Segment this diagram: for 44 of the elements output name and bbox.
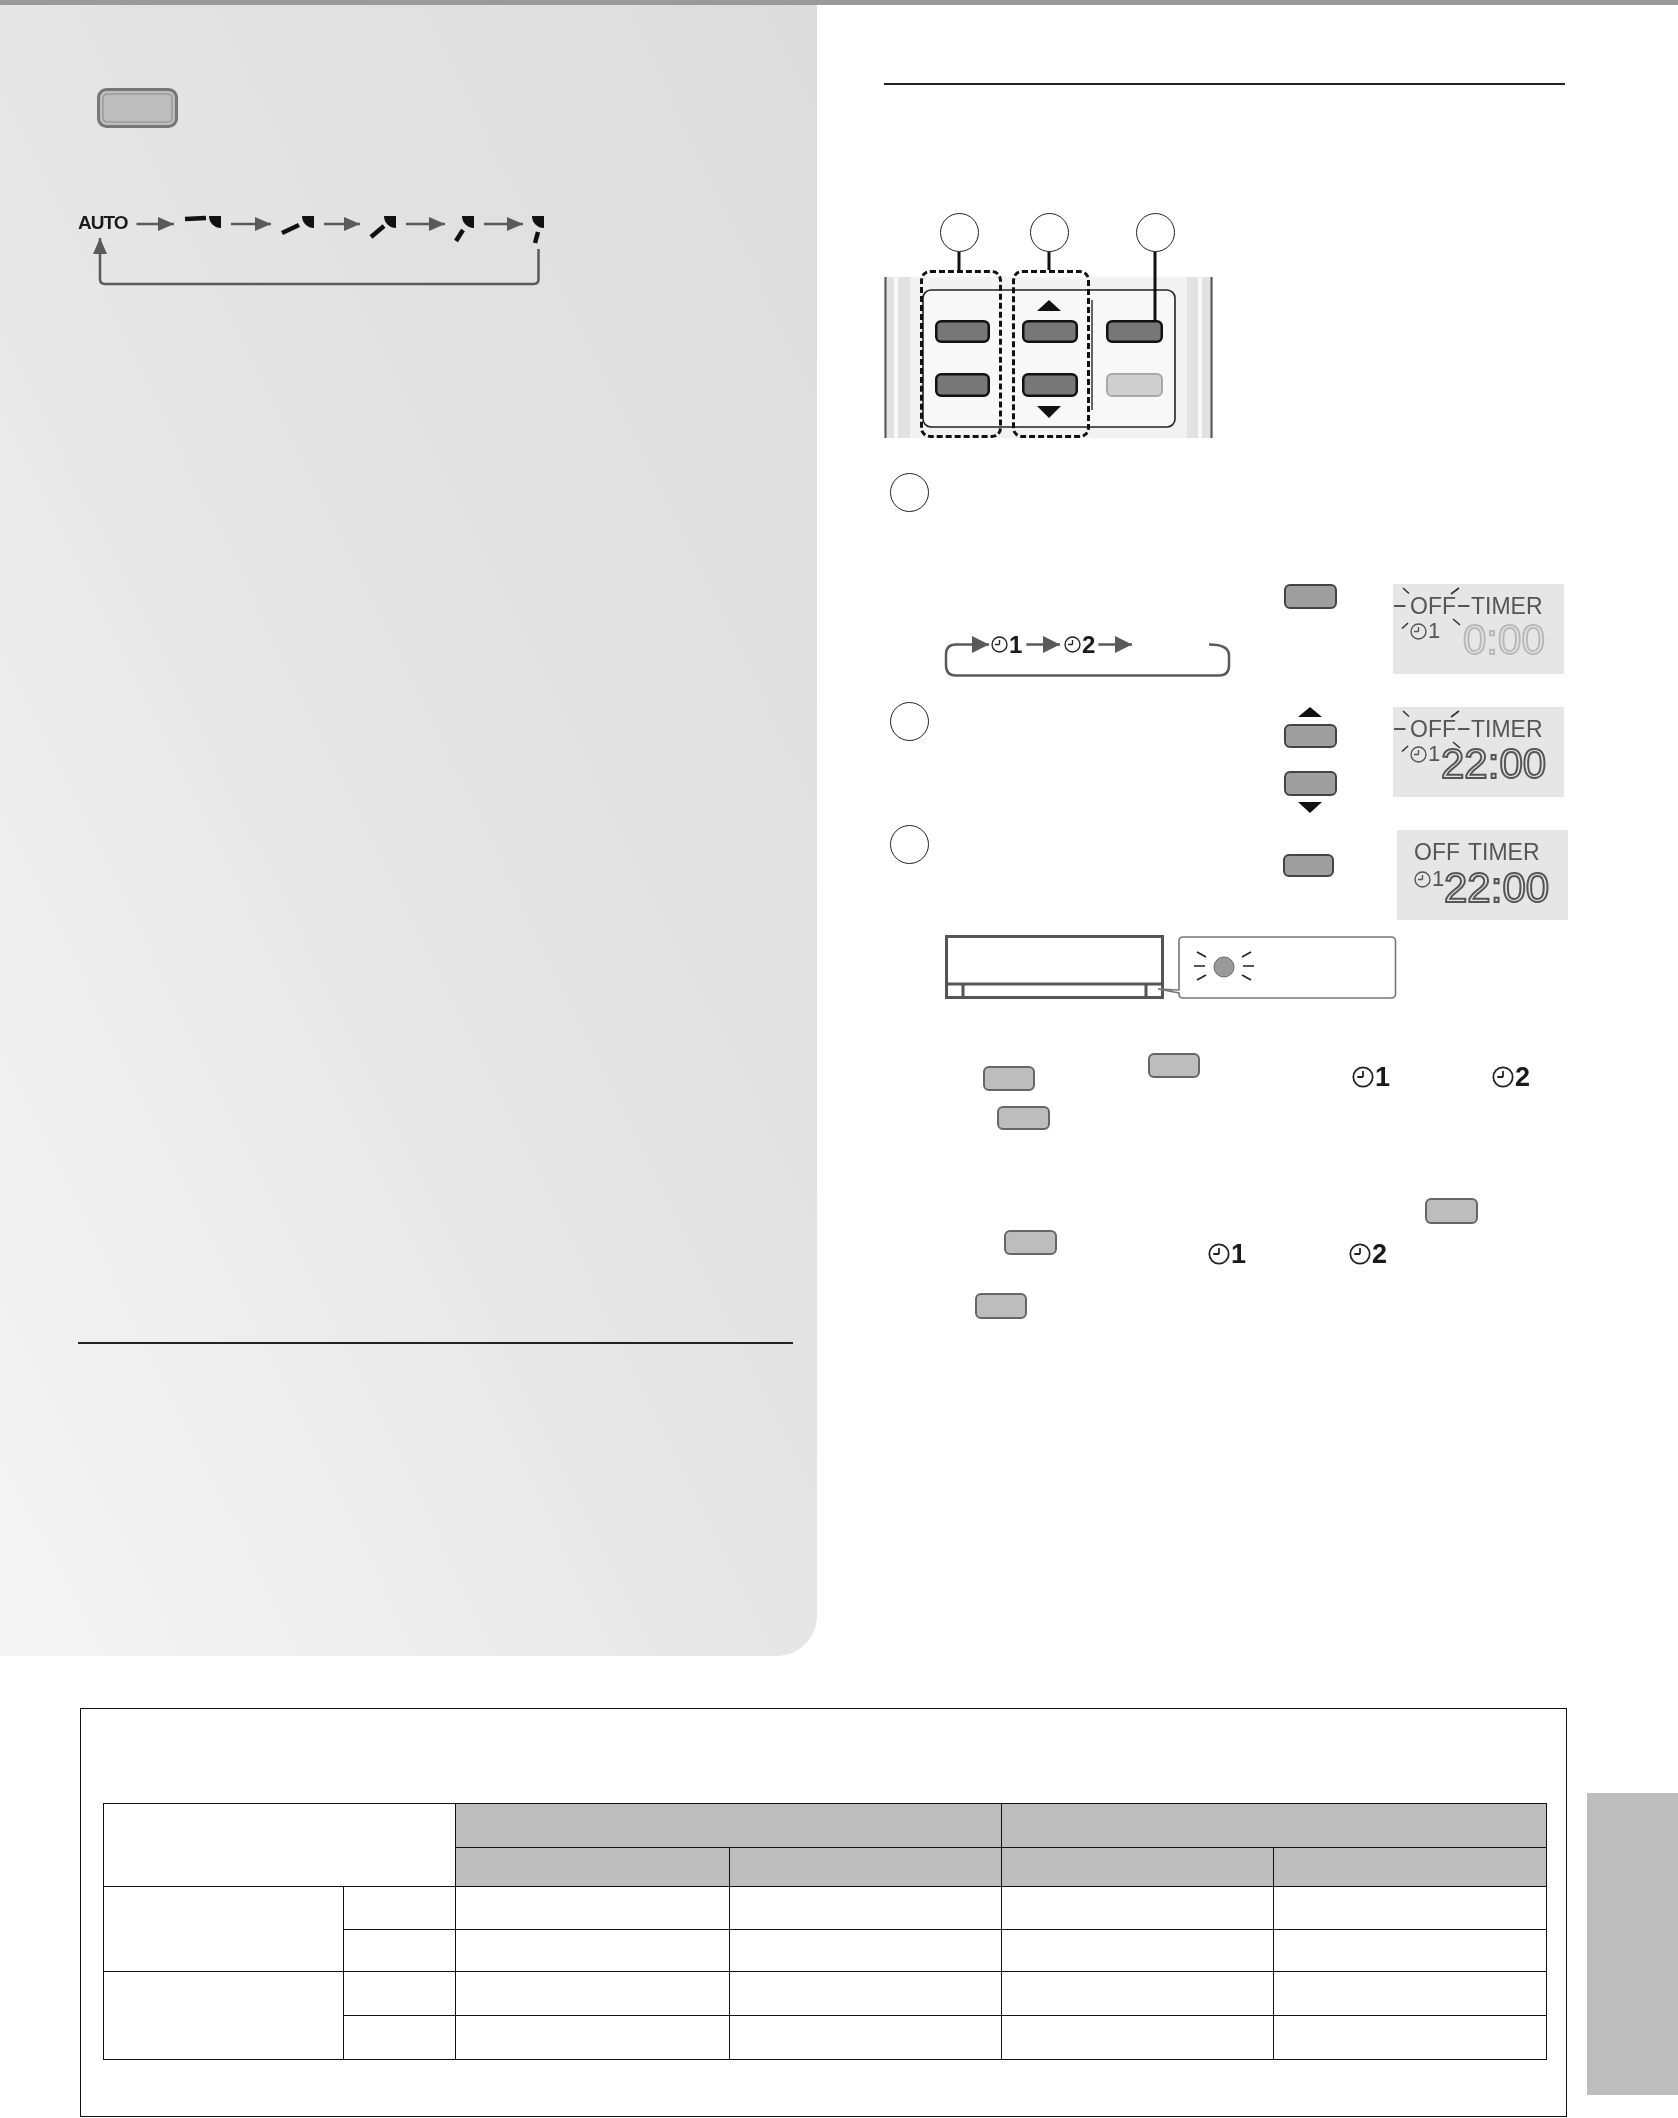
step-circle	[889, 824, 929, 864]
lcd-digits: 22:00	[1444, 873, 1550, 903]
timer-number: 1	[1375, 1065, 1390, 1089]
leader-line	[1153, 251, 1157, 320]
display-text: OFF	[1410, 595, 1456, 617]
timer-number: 1	[1432, 869, 1445, 889]
louver-position-icon	[454, 215, 475, 243]
timer-number: 1	[1231, 1242, 1246, 1266]
arrow	[406, 217, 445, 231]
arrow	[1098, 636, 1132, 653]
arrow	[484, 217, 523, 231]
display-text: OFF	[1410, 718, 1456, 740]
louver-position-icon	[532, 215, 545, 244]
timer-number: 1	[1428, 621, 1441, 641]
timer-number: 1	[1428, 744, 1441, 764]
arrow	[136, 217, 174, 231]
louver-position-icon	[369, 215, 397, 239]
timer-number: 2	[1515, 1065, 1530, 1089]
display-text: OFF TIMER	[1414, 841, 1540, 863]
lcd-digits: 22:00	[1441, 749, 1547, 779]
timer-number: 1	[1009, 634, 1022, 655]
button-icon	[1106, 320, 1163, 343]
mode-label: AUTO	[78, 213, 128, 233]
side-tab	[1587, 1793, 1678, 2095]
callout-circle	[939, 212, 979, 252]
arrow	[93, 238, 540, 286]
display-text: TIMER	[1471, 718, 1543, 740]
dashed-outline	[920, 270, 1002, 438]
arrow	[324, 217, 360, 231]
timer-number: 2	[1082, 634, 1095, 655]
dashed-outline	[1012, 270, 1090, 438]
callout-circle	[1135, 212, 1175, 252]
louver-position-icon	[280, 215, 315, 236]
display-text: TIMER	[1471, 595, 1543, 617]
timer-number: 2	[1372, 1242, 1387, 1266]
step-circle	[889, 701, 929, 741]
leader-line	[957, 251, 961, 270]
arrow	[1026, 636, 1060, 653]
arrow	[231, 217, 271, 231]
louver-position-icon	[183, 215, 222, 231]
arrow	[944, 636, 1231, 677]
step-circle	[889, 472, 929, 512]
leader-line	[1047, 251, 1051, 270]
callout-circle	[1029, 212, 1069, 252]
